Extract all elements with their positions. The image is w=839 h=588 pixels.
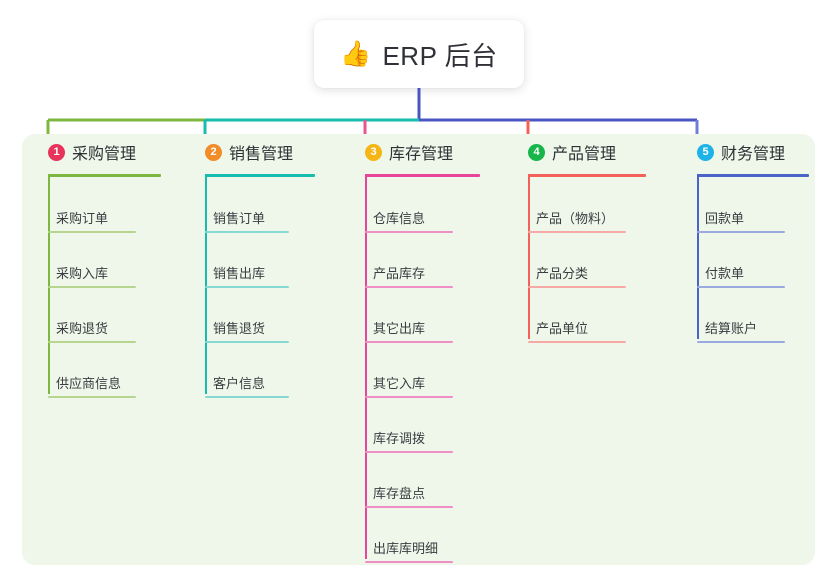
branch-leaf-rule [697,286,785,288]
branch-header-label: 销售管理 [229,146,294,163]
branch-leaf-rule [365,286,453,288]
branches-panel [22,134,815,565]
branch-number-badge: 4 [528,143,545,161]
branch-leaf-label: 供应商信息 [56,376,122,391]
branch-leaf-label: 采购入库 [56,266,109,281]
branch-leaf-item[interactable]: 采购订单 [48,178,136,233]
branch-leaf-item[interactable]: 销售出库 [205,233,289,288]
branch-leaf-item[interactable]: 产品单位 [528,288,626,343]
branch-leaf-item[interactable]: 产品分类 [528,233,626,288]
branch-leaf-rule [48,286,136,288]
branch-leaf-item[interactable]: 库存调拨 [365,398,453,453]
branch-leaf-label: 库存盘点 [373,486,426,501]
branch-leaf-rule [48,231,136,233]
branch-leaf-label: 产品分类 [536,266,589,281]
branch-header-1[interactable]: 1 采购管理 [48,140,136,164]
branch-leaf-rule [365,561,453,563]
branch-leaf-label: 库存调拨 [373,431,426,446]
branch-header-label: 财务管理 [721,146,786,163]
branch-number-badge: 2 [205,143,222,161]
branch-header-rule [205,174,315,177]
branch-header-rule [365,174,480,177]
branch-leaf-item[interactable]: 付款单 [697,233,785,288]
branch-leaf-item[interactable]: 其它出库 [365,288,453,343]
thumbs-up-icon: 👍 [340,39,372,68]
branch-leaf-rule [365,506,453,508]
branch-leaf-rule [205,341,289,343]
branch-leaf-rule [365,231,453,233]
branch-leaf-rule [205,286,289,288]
branch-trunk-line [48,174,50,394]
branch-leaf-rule [365,341,453,343]
branch-leaf-item[interactable]: 销售订单 [205,178,289,233]
branch-leaf-item[interactable]: 仓库信息 [365,178,453,233]
branch-header-3[interactable]: 3 库存管理 [365,140,453,164]
branch-header-label: 库存管理 [389,146,454,163]
branch-leaf-label: 回款单 [705,211,745,226]
branch-leaf-rule [697,231,785,233]
branch-leaf-rule [365,396,453,398]
branch-header-rule [528,174,646,177]
branch-number-badge: 5 [697,143,714,161]
branch-leaf-item[interactable]: 销售退货 [205,288,289,343]
branch-leaf-rule [697,341,785,343]
branch-leaf-label: 采购订单 [56,211,109,226]
branch-leaf-rule [48,396,136,398]
branch-leaf-label: 采购退货 [56,321,109,336]
branch-leaf-item[interactable]: 产品库存 [365,233,453,288]
branch-trunk-line [205,174,207,394]
branch-leaf-label: 产品库存 [373,266,426,281]
branch-leaf-rule [205,231,289,233]
branch-leaf-item[interactable]: 采购入库 [48,233,136,288]
branch-leaf-label: 结算账户 [705,321,758,336]
root-node-erp-backend[interactable]: 👍 ERP 后台 [314,20,524,88]
branch-leaf-label: 仓库信息 [373,211,426,226]
branch-leaf-item[interactable]: 其它入库 [365,343,453,398]
branch-header-4[interactable]: 4 产品管理 [528,140,616,164]
branch-leaf-label: 销售出库 [213,266,266,281]
branch-leaf-label: 出库库明细 [373,541,439,556]
branch-number-badge: 3 [365,143,382,161]
branch-leaf-rule [365,451,453,453]
branch-leaf-item[interactable]: 产品（物料） [528,178,626,233]
branch-leaf-item[interactable]: 供应商信息 [48,343,136,398]
branch-leaf-item[interactable]: 采购退货 [48,288,136,343]
branch-header-label: 产品管理 [552,146,617,163]
branch-leaf-rule [528,341,626,343]
branch-leaf-rule [48,341,136,343]
branch-leaf-label: 产品单位 [536,321,589,336]
branch-header-rule [48,174,161,177]
branch-leaf-label: 其它出库 [373,321,426,336]
branch-trunk-line [697,174,699,339]
branch-header-rule [697,174,809,177]
branch-leaf-rule [205,396,289,398]
branch-leaf-item[interactable]: 回款单 [697,178,785,233]
branch-leaf-label: 销售退货 [213,321,266,336]
branch-number-badge: 1 [48,143,65,161]
root-node-content: 👍 ERP 后台 [340,36,497,73]
branch-leaf-item[interactable]: 出库库明细 [365,508,453,563]
branch-leaf-label: 付款单 [705,266,745,281]
branch-trunk-line [365,174,367,559]
branch-leaf-item[interactable]: 库存盘点 [365,453,453,508]
branch-header-5[interactable]: 5 财务管理 [697,140,785,164]
root-node-title: ERP 后台 [382,40,498,71]
branch-leaf-label: 产品（物料） [536,211,615,226]
branch-leaf-item[interactable]: 结算账户 [697,288,785,343]
branch-leaf-item[interactable]: 客户信息 [205,343,289,398]
branch-leaf-label: 销售订单 [213,211,266,226]
branch-trunk-line [528,174,530,339]
branch-leaf-rule [528,231,626,233]
branch-leaf-label: 其它入库 [373,376,426,391]
branch-header-label: 采购管理 [72,146,137,163]
branch-header-2[interactable]: 2 销售管理 [205,140,293,164]
branch-leaf-rule [528,286,626,288]
branch-leaf-label: 客户信息 [213,376,266,391]
